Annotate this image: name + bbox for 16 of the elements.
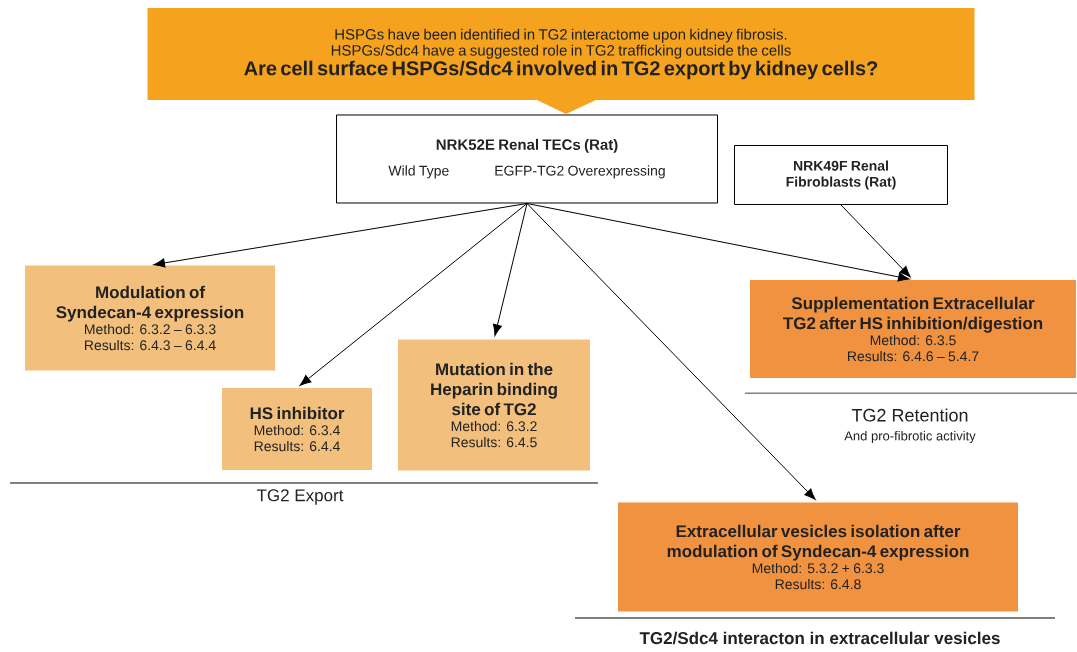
experiment-box: HS inhibitor Method: 6.3.4 Results: 6.4.4 xyxy=(222,388,372,470)
section-label: TG2/Sdc4 interacton in extracellular vesicles xyxy=(639,631,1000,645)
section-label: TG2 Export xyxy=(256,489,344,505)
arrow xyxy=(153,203,528,268)
experiment-box: Extracellular vesicles isolation after modulation of Syndecan-4 expression Method: 5.3.2 + 6.3.3 Results: 6.4.8 xyxy=(618,502,1018,612)
arrow xyxy=(492,203,528,336)
arrow xyxy=(840,204,911,278)
arrow xyxy=(526,203,910,282)
arrow xyxy=(299,203,528,386)
section-label: And pro-fibrotic activity xyxy=(844,430,976,444)
arrow xyxy=(526,203,816,500)
section-label: TG2 Retention xyxy=(851,408,968,422)
experiment-box: Modulation of Syndecan-4 expression Method: 6.3.2 – 6.3.3 Results: 6.4.3 – 6.4.4 xyxy=(25,265,275,371)
callout-banner: HSPGs have been identified in TG2 interactome upon kidney fibrosis. HSPGs/Sdc4 have a suggested role in TG2 trafficking outside the cells Are cell surface HSPGs/Sdc4 involved in TG2 export by kidney cells? xyxy=(147,8,975,114)
experiment-box: Mutation in the Heparin binding site of TG2 Method: 6.3.2 Results: 6.4.5 xyxy=(398,339,590,471)
experiment-box: Supplementation Extracellular TG2 after HS inhibition/digestion Method: 6.3.5 Results: 6.4.6 – 5.4.7 xyxy=(750,280,1076,378)
